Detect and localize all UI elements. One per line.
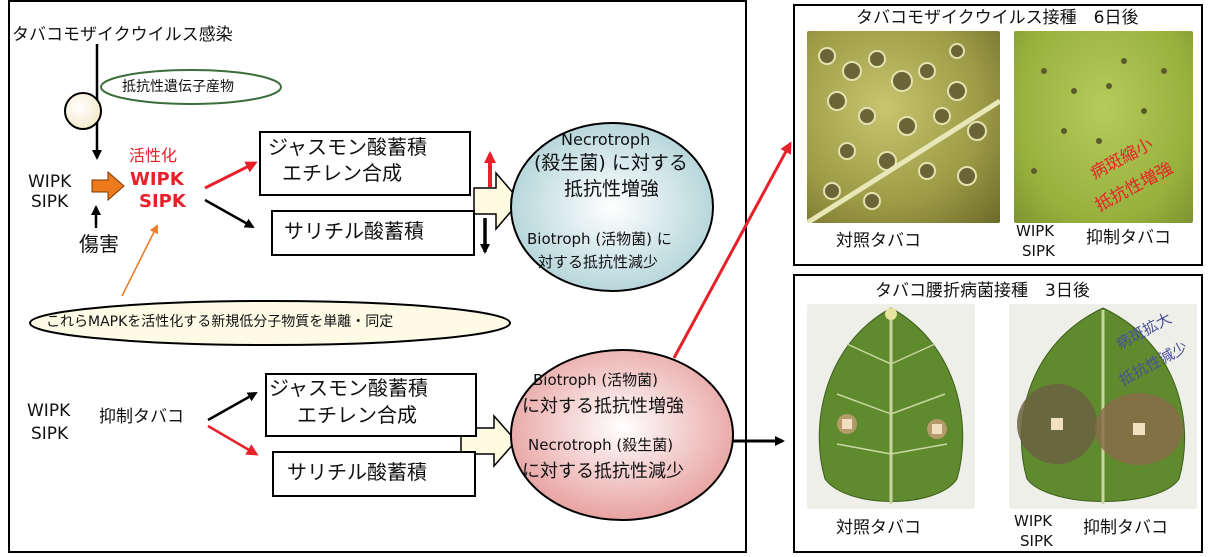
- lower-outcome-1: Biotroph (活物菌): [533, 371, 659, 389]
- tmv-control-label: 対照タバコ: [836, 231, 921, 251]
- tmv-suppressed-label: 抑制タバコ: [1086, 228, 1171, 248]
- lower-black-arrow: [207, 391, 258, 422]
- wound-label: 傷害: [79, 232, 119, 256]
- red-arrow-up: [204, 161, 258, 190]
- upper-outcome-2: (殺生菌) に対する: [534, 152, 688, 174]
- tmv-control-photo: [807, 31, 1000, 223]
- damping-control-label: 対照タバコ: [836, 518, 921, 538]
- wipk-lower-label: WIPK: [27, 401, 71, 421]
- resistance-product-ellipse: [100, 69, 282, 105]
- upper-ja-line2: エチレン合成: [282, 161, 402, 185]
- upper-sa-label: サリチル酸蓄積: [284, 219, 424, 243]
- lower-outcome-3: Necrotroph (殺生菌): [528, 436, 674, 454]
- tmv-lesions: [807, 43, 1000, 223]
- sipk-top-label: SIPK: [31, 192, 69, 212]
- tmv-sipk-label: SIPK: [1022, 242, 1055, 260]
- lower-sa-label: サリチル酸蓄積: [287, 460, 427, 484]
- upper-outcome-1: Necrotroph: [561, 130, 651, 149]
- resistance-product-circle: [64, 92, 102, 130]
- suppressed-tobacco-label: 抑制タバコ: [99, 407, 184, 427]
- damping-wipk-label: WIPK: [1014, 512, 1053, 530]
- wipk-top-label: WIPK: [28, 172, 72, 192]
- upper-outcome-ellipse: [510, 122, 714, 292]
- arrow-to-tmv-panel: [672, 141, 792, 359]
- lower-outcome-4: に対する抵抗性減少: [522, 461, 684, 482]
- activation-label: 活性化: [129, 146, 178, 165]
- sipk-lower-label: SIPK: [31, 424, 69, 444]
- upper-outcome-5: 対する抵抗性減少: [538, 253, 659, 271]
- compound-arrow: [121, 224, 158, 297]
- damping-sipk-label: SIPK: [1020, 532, 1053, 550]
- tmv-infection-label: タバコモザイクウイルス感染: [12, 25, 233, 45]
- novel-compound-label: これらMAPKを活性化する新規低分子物質を単離・同定: [46, 314, 394, 330]
- lower-outcome-ellipse: [510, 349, 734, 521]
- tmv-small-lesions: [1031, 58, 1167, 174]
- upper-ja-line1: ジャスモン酸蓄積: [268, 135, 427, 159]
- novel-compound-ellipse: [29, 300, 511, 346]
- lower-ja-box: [265, 373, 477, 437]
- tmv-suppressed-photo: [1014, 31, 1193, 223]
- activated-wipk-label: WIPK: [130, 169, 184, 190]
- lower-outcome-2: に対する抵抗性増強: [522, 396, 684, 417]
- upper-block-arrow: [473, 170, 521, 232]
- damping-control-leaf: [818, 307, 964, 504]
- upper-outcome-3: 抵抗性増強: [564, 178, 660, 200]
- damping-off-panel-title: タバコ腰折病菌接種 3日後: [875, 281, 1090, 301]
- damping-control-photo: [807, 304, 975, 509]
- lower-sa-box: [272, 451, 476, 497]
- black-arrow-down-upper: [204, 198, 255, 229]
- tmv-wipk-label: WIPK: [1016, 222, 1055, 240]
- lower-red-arrow: [207, 424, 259, 456]
- upper-sa-box: [271, 210, 475, 256]
- resistance-product-label: 抵抗性遺伝子産物: [122, 79, 234, 95]
- upper-ja-box: [259, 131, 471, 196]
- activated-sipk-label: SIPK: [139, 191, 186, 212]
- damping-suppressed-photo: [1009, 304, 1197, 509]
- tmv-panel-title: タバコモザイクウイルス接種 6日後: [856, 8, 1139, 28]
- damping-suppressed-label: 抑制タバコ: [1083, 518, 1168, 538]
- activation-block-arrow: [91, 170, 125, 202]
- damping-suppressed-leaf: [1017, 307, 1186, 504]
- lower-ja-line1: ジャスモン酸蓄積: [269, 376, 428, 400]
- upper-outcome-4: Biotroph (活物菌) に: [527, 230, 672, 248]
- lower-ja-line2: エチレン合成: [297, 403, 417, 427]
